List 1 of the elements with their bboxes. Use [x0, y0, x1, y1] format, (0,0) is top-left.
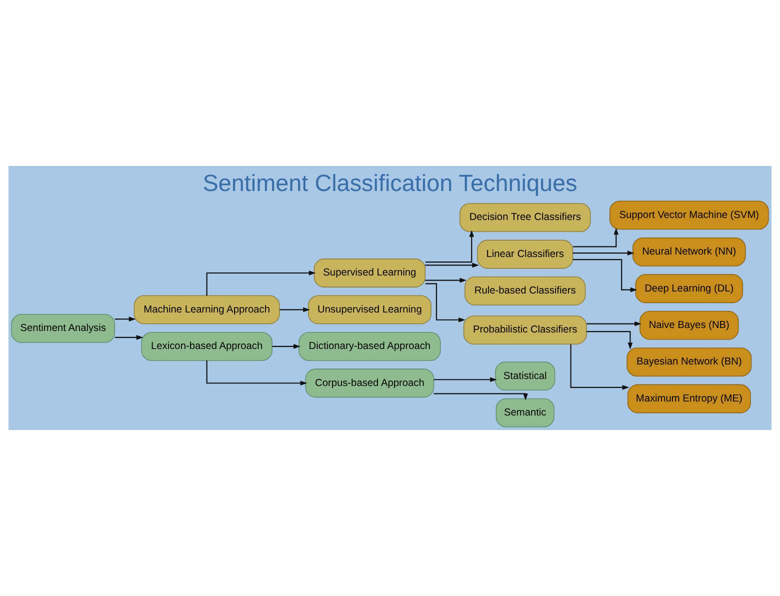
- diagram-title: Sentiment Classification Techniques: [202, 170, 578, 196]
